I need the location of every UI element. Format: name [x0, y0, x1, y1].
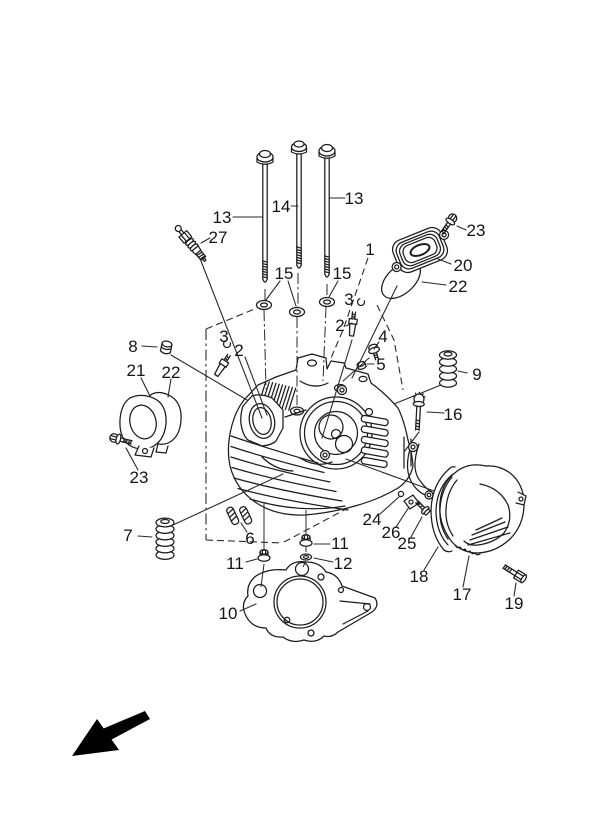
part-number-label: 11: [331, 534, 349, 553]
washer-15-center: [288, 306, 306, 318]
part-number-label: 20: [454, 256, 473, 275]
part-number-label: 3: [344, 290, 353, 309]
part-number-label: 18: [410, 567, 429, 586]
part-number-label: 16: [444, 405, 463, 424]
part-number-label: 8: [128, 337, 137, 356]
bracket-stay: [406, 441, 434, 500]
part-number-label: 21: [127, 361, 146, 380]
part-number-label: 3: [219, 327, 228, 346]
long-bolt-center: [290, 140, 308, 269]
part-number-label: 12: [334, 554, 353, 573]
valve-clip-left: [222, 340, 232, 349]
part-number-label: 24: [363, 510, 382, 529]
right-side-cover: [439, 464, 527, 556]
stay-bolt: [415, 500, 431, 516]
left-side-cover: [119, 394, 167, 458]
rubber-mount-right: [438, 350, 458, 388]
washer-15-right: [318, 296, 336, 308]
flange-nut-left: [257, 549, 271, 562]
assembly-centerlines: [260, 273, 328, 588]
part-number-label: 19: [505, 594, 524, 613]
part-number-label: 9: [472, 365, 481, 384]
flange-bolt-left: [109, 433, 133, 445]
part-number-label: 23: [130, 468, 149, 487]
stay-plate: [403, 494, 420, 510]
washer-15-left: [255, 299, 273, 311]
long-bolt-right: [318, 143, 336, 278]
head-gasket: [242, 561, 378, 643]
socket-bolt: [502, 564, 528, 584]
rubber-mount-left: [155, 517, 175, 561]
part-number-label: 26: [382, 523, 401, 542]
part-number-label: 15: [275, 264, 294, 283]
long-bolt-left: [256, 149, 274, 283]
plain-washer-12: [299, 553, 313, 561]
part-number-label: 27: [209, 228, 228, 247]
spark-plug: [174, 224, 207, 262]
leader-lines: [125, 197, 517, 612]
tappet-adjuster-right: [348, 311, 358, 337]
mount-bolt: [412, 391, 426, 431]
part-number-label: 23: [467, 221, 486, 240]
screw-part-4: [368, 343, 381, 361]
part-number-label: 13: [345, 189, 364, 208]
part-number-label: 25: [398, 534, 417, 553]
part-number-label: 10: [219, 604, 238, 623]
part-number-label: 2: [335, 316, 344, 335]
part-number-label: 7: [123, 526, 132, 545]
callout-labels: 13 14 13 27 15 15 1 23 20 22 8 21 22 23 …: [123, 189, 523, 623]
cap-part-8: [159, 340, 173, 355]
part-number-label: 1: [365, 240, 374, 259]
intake-manifold-joint: [391, 226, 450, 274]
part-number-label: 11: [226, 554, 244, 573]
part-number-label: 4: [378, 327, 387, 346]
flange-nut-right: [299, 534, 313, 547]
side-cover-gasket: [430, 466, 456, 553]
part-number-label: 14: [272, 197, 291, 216]
zone-boundary-lines: [205, 257, 404, 544]
tappet-adjuster-left: [213, 353, 231, 378]
part-number-label: 2: [234, 341, 243, 360]
cylinder-head: [227, 353, 414, 516]
direction-arrow-icon: [72, 711, 150, 756]
part-number-label: 15: [333, 264, 352, 283]
part-number-label: 22: [162, 363, 181, 382]
valve-clip-right: [356, 298, 366, 307]
dowel-pins: [226, 506, 253, 526]
part-number-label: 13: [213, 208, 232, 227]
part-number-label: 22: [449, 277, 468, 296]
part-number-label: 17: [453, 585, 472, 604]
flange-bolt-top-right: [440, 213, 458, 235]
part-number-label: 5: [376, 355, 385, 374]
part-number-label: 6: [245, 529, 254, 548]
